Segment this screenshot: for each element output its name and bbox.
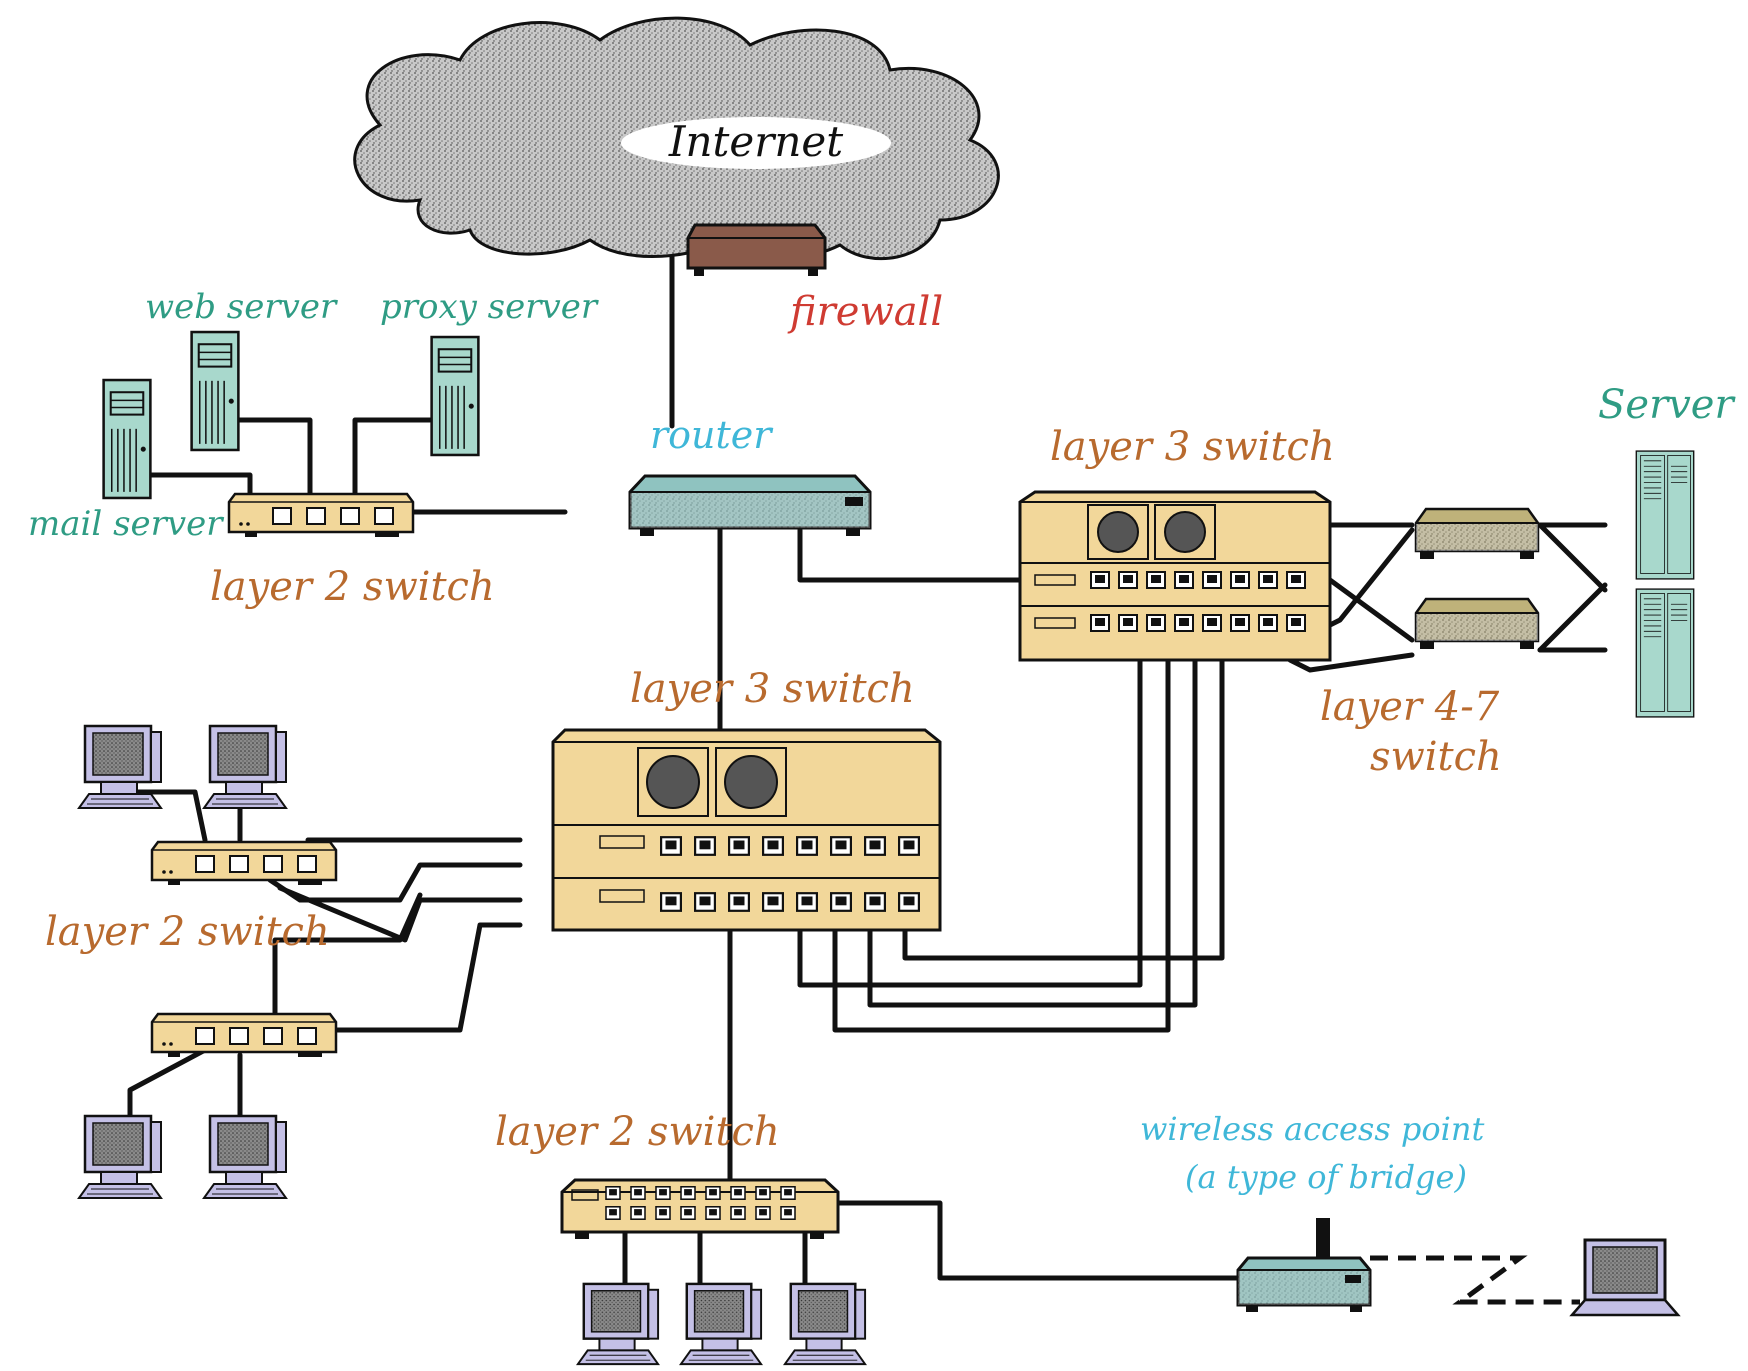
firewall-label: firewall xyxy=(787,289,943,335)
laptop xyxy=(1569,1238,1681,1317)
layer2-switch-top-label: layer 2 switch xyxy=(210,564,495,610)
server-icon xyxy=(1634,588,1696,718)
server-icon xyxy=(102,378,152,500)
router: router xyxy=(628,413,872,536)
wireless-access-point-label-line2: (a type of bridge) xyxy=(1185,1158,1467,1196)
internet-cloud: Internet xyxy=(353,16,1000,261)
switch-icon xyxy=(560,1178,840,1239)
layer47-switch-label-line2: switch xyxy=(1370,734,1502,780)
web-server-label: web server xyxy=(145,287,338,327)
wireless-access-point-icon xyxy=(1236,1218,1372,1312)
mail-server: mail server xyxy=(28,378,224,544)
pc-icon xyxy=(77,724,163,810)
pc-icon xyxy=(576,1282,660,1366)
layer3-switch-center-label: layer 3 switch xyxy=(630,666,915,712)
wireless-access-point: wireless access point (a type of bridge) xyxy=(1140,1110,1485,1312)
layer47-switch-label-line1: layer 4-7 xyxy=(1320,684,1500,730)
layer2-switch-top: layer 2 switch xyxy=(210,492,495,610)
proxy-server: proxy server xyxy=(380,287,599,457)
web-server: web server xyxy=(145,287,338,452)
server-icon xyxy=(430,335,480,457)
layer47-switches: layer 4-7 switch xyxy=(1320,507,1540,780)
wireless-access-point-label-line1: wireless access point xyxy=(1140,1110,1485,1148)
layer3-switch-right-label: layer 3 switch xyxy=(1050,424,1335,470)
proxy-server-label: proxy server xyxy=(380,287,599,327)
server-label: Server xyxy=(1598,382,1736,428)
switch-icon xyxy=(150,1012,338,1059)
switch-icon xyxy=(1414,597,1540,651)
layer2-switch-left-upper xyxy=(150,840,338,887)
cables xyxy=(117,243,1608,1293)
layer2-switch-bottom-label: layer 2 switch xyxy=(495,1109,780,1155)
layer2-switch-left-label: layer 2 switch xyxy=(45,909,330,955)
wireless-link xyxy=(1370,1255,1580,1305)
layer3-switch-right: layer 3 switch xyxy=(1018,424,1335,662)
servers-right: Server xyxy=(1598,382,1736,718)
switch-icon xyxy=(1414,507,1540,561)
switch-icon xyxy=(227,492,415,539)
router-icon xyxy=(628,474,872,536)
pcs-bottom xyxy=(576,1282,867,1366)
pc-icon xyxy=(783,1282,867,1366)
layer2-switch-bottom: layer 2 switch xyxy=(495,1109,840,1239)
pc-icon xyxy=(679,1282,763,1366)
layer2-switch-left-lower xyxy=(150,1012,338,1059)
router-label: router xyxy=(650,413,774,457)
server-icon xyxy=(190,330,240,452)
firewall: firewall xyxy=(686,223,943,335)
pc-icon xyxy=(202,724,288,810)
mail-server-label: mail server xyxy=(28,504,224,544)
server-icon xyxy=(1634,450,1696,580)
switch-icon xyxy=(551,728,942,932)
pcs-top-left xyxy=(77,724,288,810)
internet-label: Internet xyxy=(668,117,843,166)
switch-icon xyxy=(1018,490,1332,662)
firewall-icon xyxy=(686,223,827,276)
switch-icon xyxy=(150,840,338,887)
laptop-icon xyxy=(1569,1238,1681,1317)
pc-icon xyxy=(77,1114,163,1200)
pcs-bottom-left xyxy=(77,1114,288,1200)
pc-icon xyxy=(202,1114,288,1200)
layer3-switch-center: layer 3 switch xyxy=(551,666,942,932)
